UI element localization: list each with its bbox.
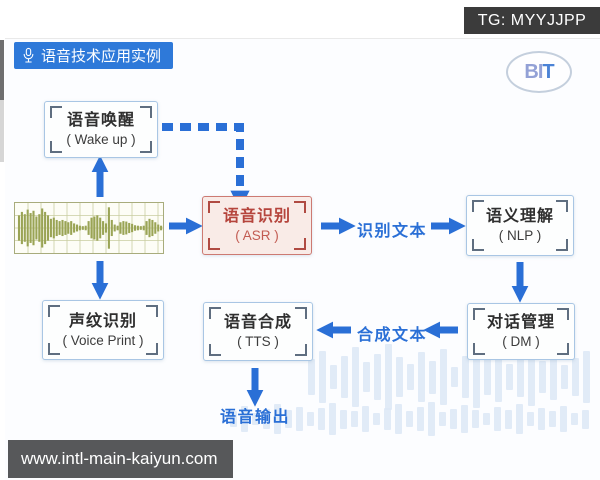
equalizer-bar <box>538 407 545 431</box>
box-tts-subtitle: ( TTS ) <box>237 334 279 349</box>
page-title: 语音技术应用实例 <box>14 42 174 69</box>
equalizer-watermark-strip <box>230 400 600 438</box>
equalizer-bar <box>385 344 392 410</box>
site-url-badge: www.intl-main-kaiyun.com <box>8 440 233 478</box>
box-wake-up-subtitle: ( Wake up ) <box>66 132 136 147</box>
equalizer-bar <box>440 348 447 406</box>
box-dm-subtitle: ( DM ) <box>502 334 540 349</box>
box-tts: 语音合成 ( TTS ) <box>203 302 313 361</box>
left-edge-strip <box>0 40 4 100</box>
equalizer-bar <box>494 406 501 432</box>
equalizer-bar <box>472 410 479 428</box>
equalizer-bar <box>572 357 579 397</box>
equalizer-bar <box>473 345 480 409</box>
equalizer-bar <box>505 409 512 429</box>
equalizer-bar <box>429 360 436 394</box>
equalizer-bar <box>517 357 524 397</box>
label-speech-output: 语音输出 <box>219 409 290 426</box>
box-asr-title: 语音识别 <box>222 208 291 225</box>
equalizer-bar <box>549 410 556 428</box>
equalizer-bar <box>484 358 491 396</box>
equalizer-bar <box>241 405 248 433</box>
box-dm-title: 对话管理 <box>486 314 555 331</box>
equalizer-bar <box>296 406 303 432</box>
left-edge-strip <box>0 100 4 162</box>
logo-letter: I <box>537 60 543 83</box>
equalizer-bar <box>407 363 414 391</box>
equalizer-bar <box>583 350 590 404</box>
equalizer-bar <box>307 412 314 426</box>
equalizer-bar <box>308 358 315 396</box>
equalizer-bar <box>252 413 259 425</box>
tg-watermark-badge: TG: MYYJJPP <box>464 7 600 34</box>
equalizer-bar <box>461 404 468 434</box>
equalizer-bar <box>341 355 348 399</box>
equalizer-bar <box>329 402 336 436</box>
box-voice-print: 声纹识别 ( Voice Print ) <box>42 300 164 360</box>
equalizer-bar <box>451 367 458 387</box>
page-title-text: 语音技术应用实例 <box>41 48 162 65</box>
equalizer-bar <box>539 361 546 393</box>
equalizer-bar <box>516 403 523 435</box>
equalizer-bar <box>363 362 370 392</box>
box-wake-up-title: 语音唤醒 <box>66 112 135 129</box>
box-tts-title: 语音合成 <box>223 314 292 331</box>
equalizer-bar <box>527 412 534 426</box>
equalizer-bar <box>396 357 403 397</box>
equalizer-bar <box>462 355 469 399</box>
equalizer-bar <box>417 407 424 431</box>
equalizer-bar <box>285 410 292 428</box>
microphone-icon <box>23 47 34 63</box>
equalizer-bar <box>395 404 402 434</box>
equalizer-bar <box>450 408 457 430</box>
equalizer-bar <box>340 409 347 429</box>
equalizer-bar <box>319 350 326 404</box>
equalizer-bar <box>230 411 237 427</box>
waveform-bars <box>17 207 163 249</box>
box-dm: 对话管理 ( DM ) <box>467 303 575 360</box>
label-recognized-text: 识别文本 <box>356 223 427 240</box>
box-wake-up: 语音唤醒 ( Wake up ) <box>44 101 158 158</box>
box-nlp-subtitle: ( NLP ) <box>498 228 542 243</box>
equalizer-bar <box>274 403 281 435</box>
equalizer-watermark-strip <box>308 344 600 410</box>
box-asr: 语音识别 ( ASR ) <box>202 196 312 255</box>
logo-letter: B <box>524 60 538 83</box>
equalizer-bar <box>263 408 270 430</box>
box-nlp: 语义理解 ( NLP ) <box>466 195 574 256</box>
box-voice-print-subtitle: ( Voice Print ) <box>62 332 144 348</box>
logo-letter: T <box>542 60 554 83</box>
equalizer-bar <box>560 405 567 433</box>
equalizer-bar <box>406 411 413 427</box>
equalizer-bar <box>373 413 380 425</box>
audio-waveform-image <box>14 202 164 254</box>
equalizer-bar <box>550 353 557 401</box>
equalizer-bar <box>352 347 359 407</box>
equalizer-bar <box>318 407 325 431</box>
box-asr-subtitle: ( ASR ) <box>235 228 279 243</box>
equalizer-bar <box>528 347 535 407</box>
equalizer-bar <box>384 407 391 431</box>
box-nlp-title: 语义理解 <box>485 208 554 225</box>
equalizer-bar <box>483 413 490 425</box>
equalizer-bar <box>418 352 425 402</box>
bit-logo: B I T <box>506 51 572 93</box>
equalizer-bar <box>351 411 358 427</box>
equalizer-bar <box>439 411 446 427</box>
equalizer-bar <box>428 401 435 437</box>
equalizer-bar <box>330 365 337 389</box>
box-voice-print-title: 声纹识别 <box>68 312 137 330</box>
equalizer-bar <box>506 363 513 391</box>
equalizer-bar <box>495 352 502 402</box>
equalizer-bar <box>571 412 578 426</box>
equalizer-bar <box>582 409 589 429</box>
label-synthesized-text: 合成文本 <box>356 327 427 344</box>
equalizer-bar <box>374 353 381 401</box>
equalizer-bar <box>362 405 369 433</box>
equalizer-bar <box>561 365 568 389</box>
